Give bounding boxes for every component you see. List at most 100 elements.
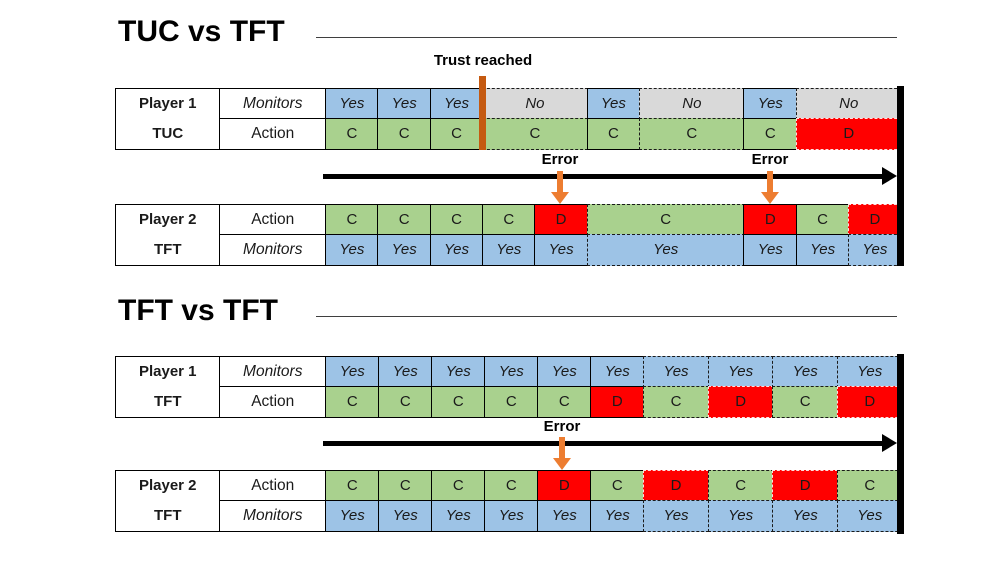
timeline-arrow-icon bbox=[323, 434, 897, 453]
monitors-cell-yes: Yes bbox=[377, 88, 432, 120]
action-cell-c: C bbox=[481, 118, 588, 150]
monitors-cell-yes: Yes bbox=[481, 234, 536, 266]
monitors-cell-yes: Yes bbox=[537, 500, 592, 532]
action-cell-c: C bbox=[772, 386, 839, 418]
error-arrow-icon bbox=[553, 437, 571, 470]
timeline-arrow-shaft bbox=[323, 441, 883, 446]
monitors-cell-no: No bbox=[795, 88, 902, 120]
monitors-cell-yes: Yes bbox=[429, 234, 484, 266]
monitors-cell-yes: Yes bbox=[643, 500, 710, 532]
monitors-cell-yes: Yes bbox=[429, 88, 484, 120]
action-cell-c: C bbox=[378, 386, 433, 418]
monitors-cell-yes: Yes bbox=[848, 234, 902, 266]
row-label-action: Action bbox=[219, 118, 327, 150]
monitors-cell-yes: Yes bbox=[590, 356, 645, 388]
strategy-label: TUC bbox=[152, 125, 184, 143]
row-label-action: Action bbox=[219, 204, 327, 236]
player-header-cell: Player 1 TUC bbox=[115, 88, 221, 150]
action-cell-c: C bbox=[325, 118, 379, 150]
error-label: Error bbox=[751, 151, 789, 168]
row-label-action: Action bbox=[219, 386, 327, 418]
action-cell-c: C bbox=[484, 386, 539, 418]
title-rule-line bbox=[316, 37, 897, 38]
action-cell-c: C bbox=[484, 470, 539, 502]
action-cell-d: D bbox=[590, 386, 645, 418]
action-cell-c: C bbox=[377, 118, 432, 150]
action-cell-c: C bbox=[325, 470, 380, 502]
strategy-label: TFT bbox=[154, 507, 182, 525]
player-label: Player 1 bbox=[138, 95, 197, 113]
action-cell-c: C bbox=[586, 204, 745, 236]
action-cell-c: C bbox=[586, 118, 641, 150]
monitors-cell-yes: Yes bbox=[377, 234, 432, 266]
action-cell-d: D bbox=[643, 470, 710, 502]
action-cell-d: D bbox=[795, 118, 902, 150]
player-label: Player 1 bbox=[138, 363, 197, 381]
error-label: Error bbox=[543, 418, 581, 435]
action-cell-c: C bbox=[743, 118, 798, 150]
action-cell-c: C bbox=[638, 118, 745, 150]
action-cell-c: C bbox=[325, 204, 379, 236]
monitors-cell-yes: Yes bbox=[378, 356, 433, 388]
trust-reached-label: Trust reached bbox=[433, 52, 533, 69]
error-arrow-icon bbox=[551, 171, 569, 204]
action-cell-c: C bbox=[795, 204, 850, 236]
player-label: Player 2 bbox=[138, 211, 197, 229]
monitors-cell-yes: Yes bbox=[484, 500, 539, 532]
monitors-cell-yes: Yes bbox=[586, 88, 641, 120]
player-header-cell: Player 1 TFT bbox=[115, 356, 221, 418]
monitors-cell-yes: Yes bbox=[431, 356, 486, 388]
action-cell-d: D bbox=[534, 204, 588, 236]
action-cell-c: C bbox=[537, 386, 592, 418]
action-cell-c: C bbox=[643, 386, 710, 418]
monitors-cell-yes: Yes bbox=[772, 500, 839, 532]
monitors-cell-yes: Yes bbox=[325, 356, 380, 388]
action-cell-c: C bbox=[836, 470, 903, 502]
monitors-cell-yes: Yes bbox=[537, 356, 592, 388]
timeline-arrow-head bbox=[882, 167, 897, 185]
action-cell-c: C bbox=[378, 470, 433, 502]
monitors-cell-yes: Yes bbox=[325, 88, 379, 120]
end-marker-bar bbox=[896, 86, 904, 266]
end-marker-bar bbox=[896, 354, 904, 534]
monitors-cell-yes: Yes bbox=[431, 500, 486, 532]
action-cell-c: C bbox=[707, 470, 774, 502]
row-label-monitors: Monitors bbox=[219, 234, 327, 266]
monitors-cell-yes: Yes bbox=[484, 356, 539, 388]
timeline-arrow-shaft bbox=[323, 174, 883, 179]
monitors-cell-yes: Yes bbox=[836, 356, 903, 388]
action-cell-d: D bbox=[537, 470, 592, 502]
row-label-action: Action bbox=[219, 470, 327, 502]
action-cell-d: D bbox=[743, 204, 798, 236]
monitors-cell-yes: Yes bbox=[586, 234, 745, 266]
action-cell-c: C bbox=[325, 386, 380, 418]
monitors-cell-no: No bbox=[481, 88, 588, 120]
action-cell-c: C bbox=[481, 204, 536, 236]
player-header-cell: Player 2 TFT bbox=[115, 470, 221, 532]
monitors-cell-yes: Yes bbox=[743, 234, 798, 266]
action-cell-d: D bbox=[836, 386, 903, 418]
player-label: Player 2 bbox=[138, 477, 197, 495]
monitors-cell-yes: Yes bbox=[707, 356, 774, 388]
action-cell-c: C bbox=[431, 470, 486, 502]
error-arrow-icon bbox=[761, 171, 779, 204]
action-cell-d: D bbox=[772, 470, 839, 502]
monitors-cell-yes: Yes bbox=[325, 500, 380, 532]
monitors-cell-yes: Yes bbox=[590, 500, 645, 532]
action-cell-d: D bbox=[707, 386, 774, 418]
monitors-cell-yes: Yes bbox=[643, 356, 710, 388]
monitors-cell-yes: Yes bbox=[707, 500, 774, 532]
monitors-cell-no: No bbox=[638, 88, 745, 120]
section-title-tft-vs-tft: TFT vs TFT bbox=[118, 294, 278, 327]
monitors-cell-yes: Yes bbox=[534, 234, 588, 266]
timeline-arrow-head bbox=[882, 434, 897, 452]
trust-reached-marker bbox=[479, 76, 486, 150]
action-cell-c: C bbox=[377, 204, 432, 236]
monitors-cell-yes: Yes bbox=[836, 500, 903, 532]
monitors-cell-yes: Yes bbox=[325, 234, 379, 266]
row-label-monitors: Monitors bbox=[219, 500, 327, 532]
timeline-arrow-icon bbox=[323, 167, 897, 186]
strategy-label: TFT bbox=[154, 393, 182, 411]
